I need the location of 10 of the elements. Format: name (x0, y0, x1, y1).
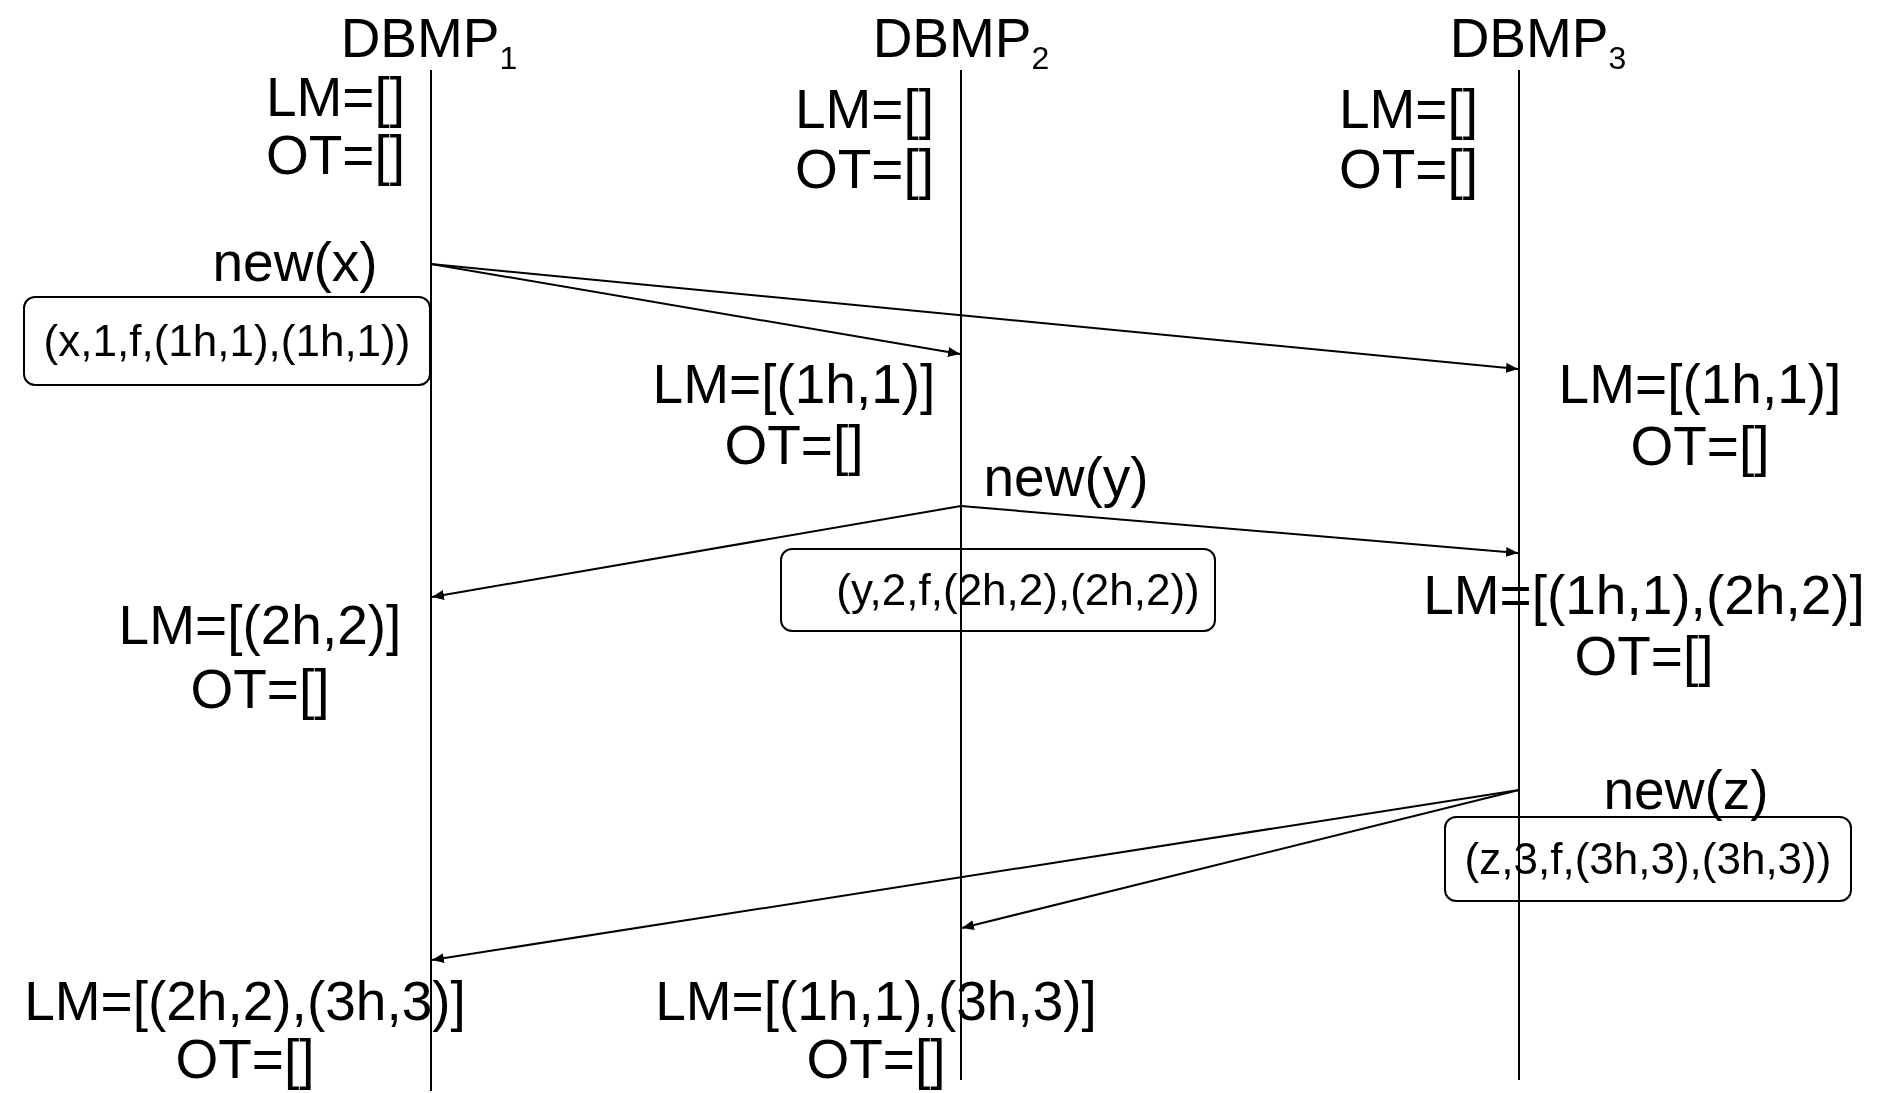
arrow (961, 789, 1520, 930)
arrow (430, 263, 1519, 373)
message-box (23, 296, 431, 386)
arrow (431, 505, 962, 600)
arrow (960, 505, 1519, 557)
message-text: (x,1,f,(1h,1),(1h,1)) (43, 316, 411, 366)
arrow (431, 789, 1520, 964)
lifeline (960, 70, 962, 1080)
lifeline (1518, 70, 1520, 1080)
lifeline (430, 70, 432, 1091)
